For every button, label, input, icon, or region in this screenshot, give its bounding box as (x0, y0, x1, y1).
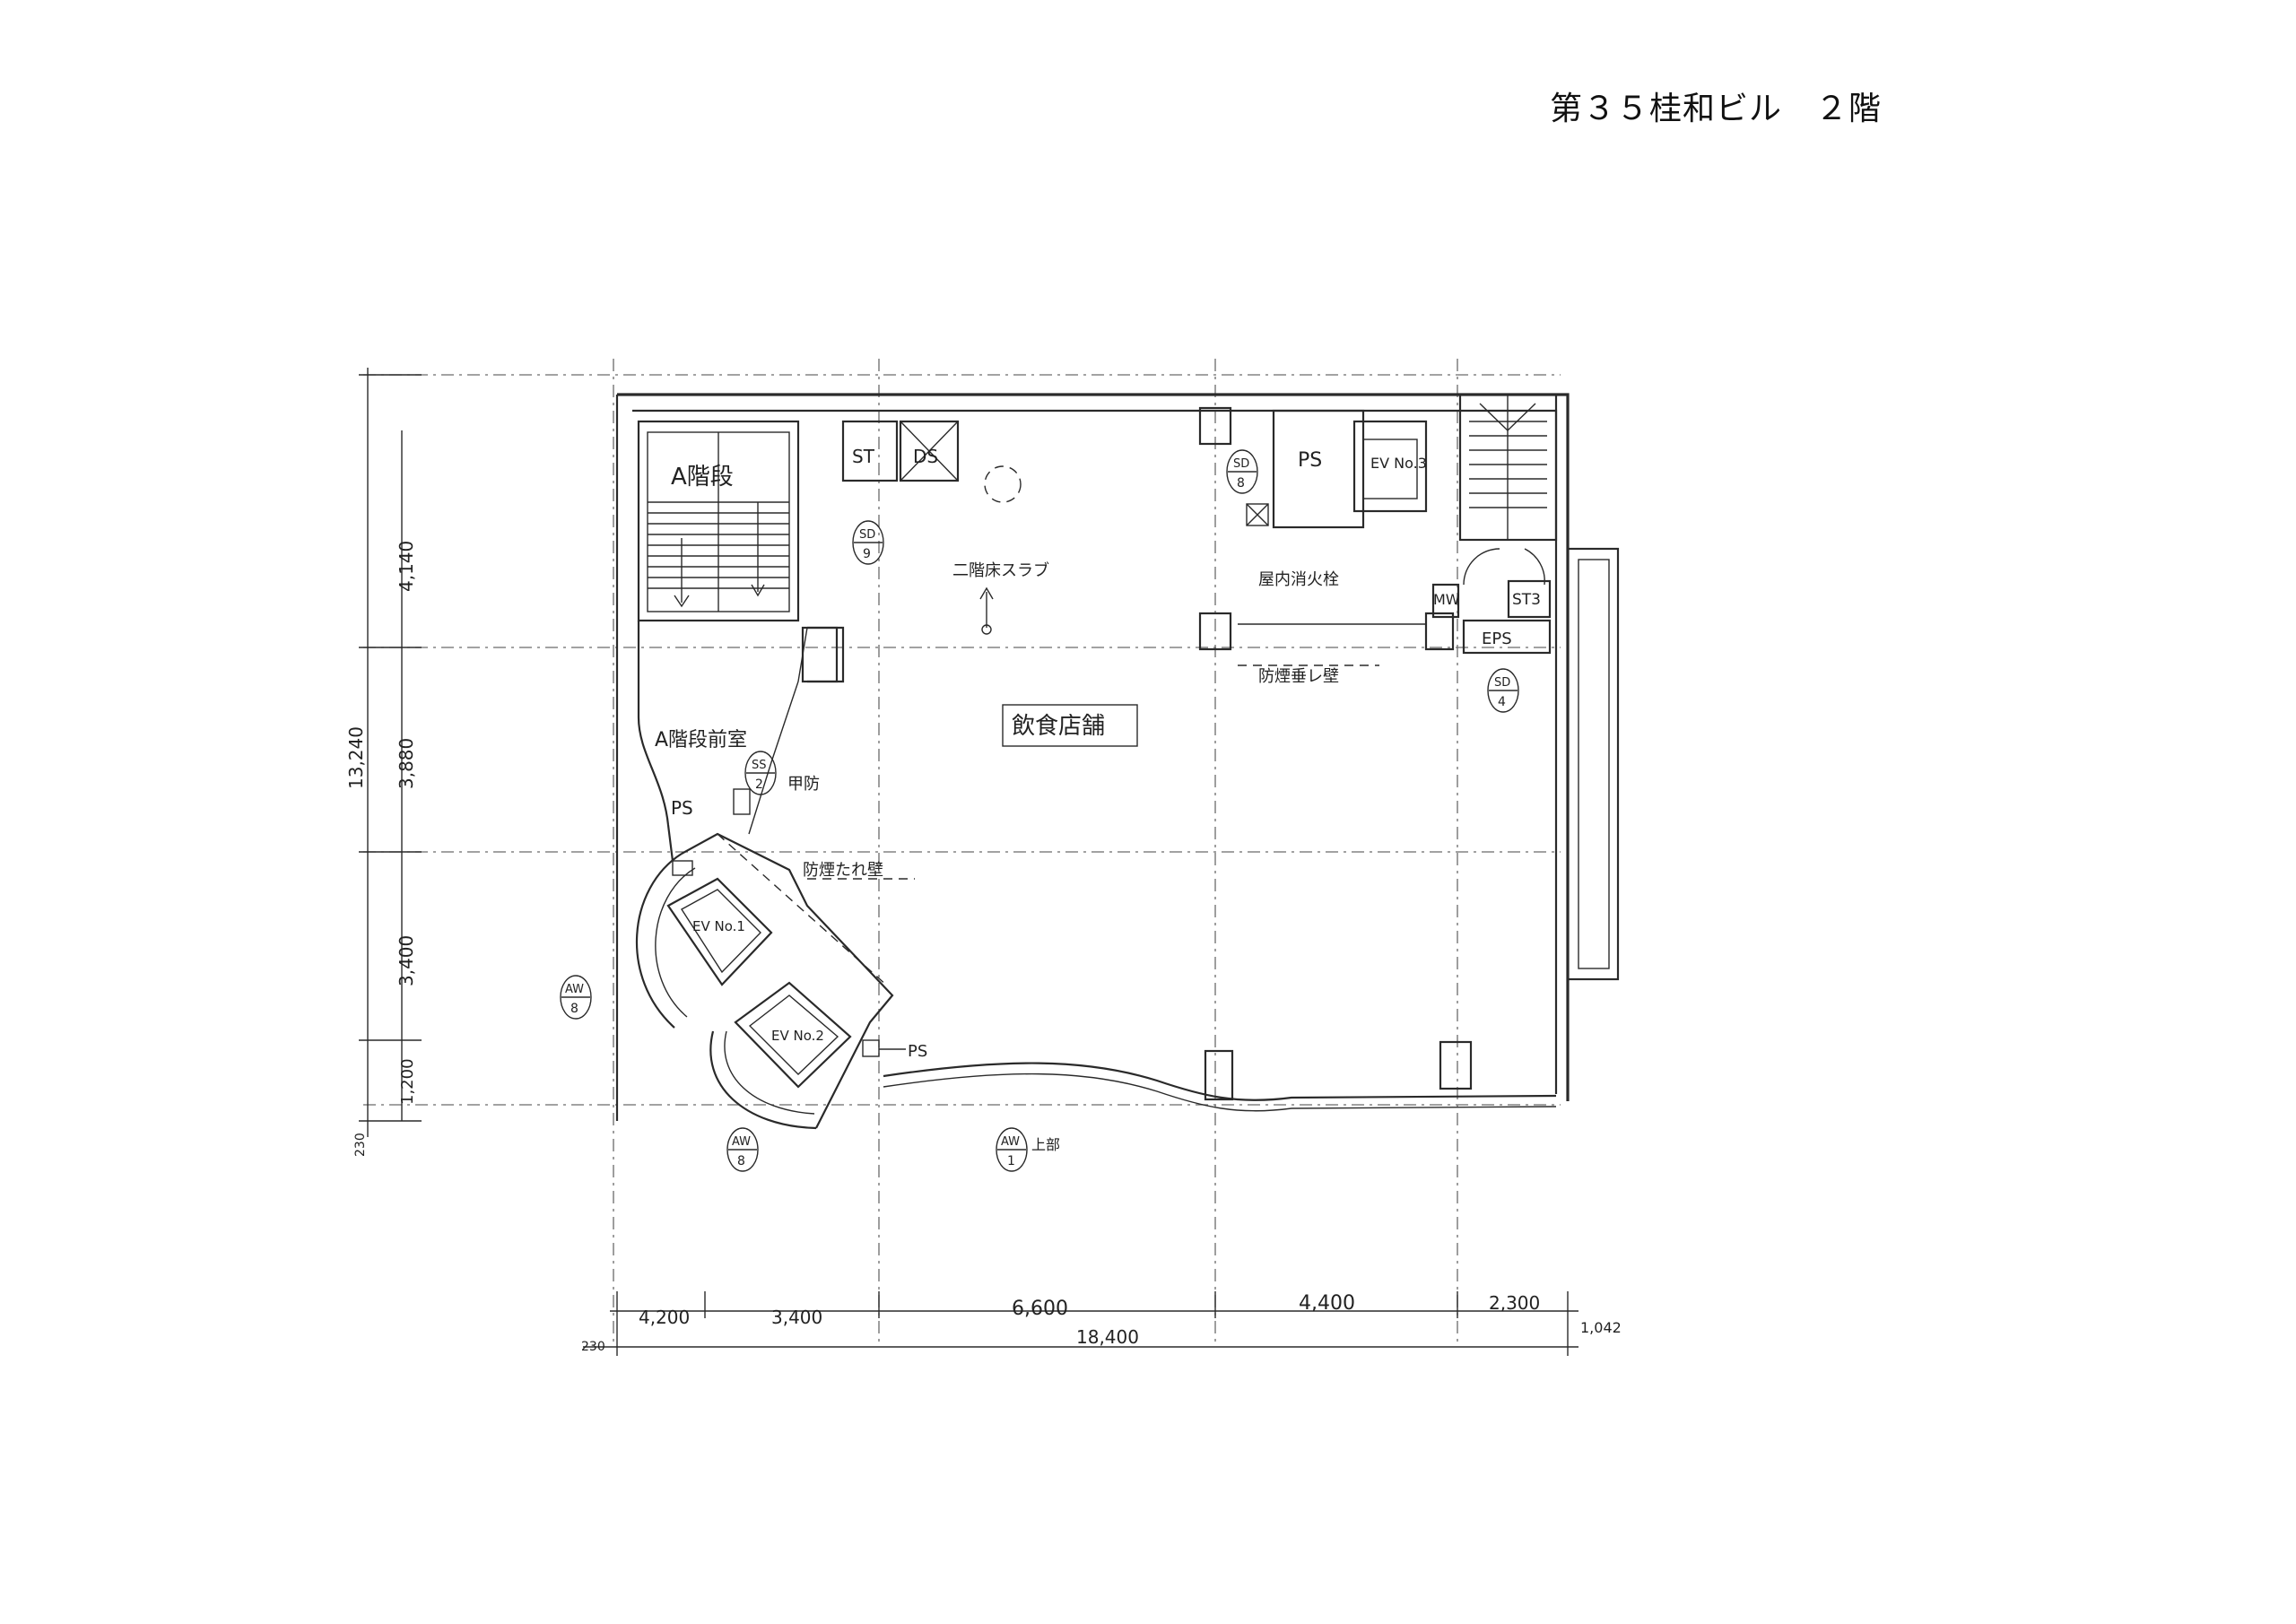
stair-a-front-label: A階段前室 (655, 729, 747, 751)
restaurant-label: 飲食店舗 (1012, 713, 1105, 740)
dim-left-bottom: 230 (353, 1133, 368, 1157)
tag-sd9-bottom: 9 (863, 547, 871, 561)
eps-area: MW ST3 EPS (1431, 548, 1552, 655)
grid-lines (363, 359, 1561, 1345)
dim-left-2: 3,880 (396, 738, 417, 789)
fire-door-note: 甲防 (787, 775, 820, 794)
smoke-wall-top-note: 防煙垂レ壁 (1258, 667, 1339, 686)
ps-left-label: PS (671, 797, 693, 819)
tag-ss2-top: SS (752, 759, 767, 772)
dim-bottom-2: 3,400 (771, 1307, 822, 1328)
stair-a-label: A階段 (671, 464, 734, 491)
ev1-label: EV No.1 (692, 918, 745, 934)
eps-label: EPS (1482, 630, 1512, 648)
hydrant-note: 屋内消火栓 (1258, 570, 1339, 589)
tag-aw8-left: AW 8 (560, 975, 592, 1020)
dim-bottom-3: 6,600 (1012, 1298, 1068, 1320)
restaurant-area: 飲食店舗 二階床スラブ 屋内消火栓 防煙垂レ壁 防煙たれ壁 甲防 上部 (787, 560, 1426, 1153)
mw-label: MW (1433, 591, 1460, 608)
dim-bottom-right: 1,042 (1580, 1319, 1622, 1336)
ev3-label: EV No.3 (1370, 455, 1427, 472)
dim-left-1: 4,140 (396, 541, 417, 592)
tag-aw8-left-bottom: 8 (570, 1002, 578, 1016)
tag-aw8-bottom: AW 8 (726, 1127, 759, 1172)
left-dimensions: 4,140 3,880 3,400 1,200 13,240 230 (345, 368, 422, 1157)
dim-bottom-4: 4,400 (1299, 1292, 1355, 1315)
smoke-wall-mid-note: 防煙たれ壁 (803, 861, 883, 880)
elevator-core: EV No.1 EV No.2 PS (636, 788, 927, 1130)
dim-left-4: 1,200 (398, 1058, 417, 1105)
st-label: ST (852, 446, 875, 467)
dim-bottom-1: 4,200 (639, 1307, 690, 1328)
page-title: 第３５桂和ビル ２階 (1550, 91, 1883, 127)
tag-aw1-top: AW (1001, 1135, 1020, 1149)
tag-sd9: SD 9 (852, 520, 884, 565)
ps-top-label: PS (1298, 449, 1322, 472)
dim-bottom-left: 230 (581, 1340, 605, 1354)
tag-ss2-bottom: 2 (755, 777, 763, 792)
upper-part-note: 上部 (1031, 1136, 1060, 1153)
dim-left-total: 13,240 (345, 726, 367, 789)
tag-aw8-bottom-bottom: 8 (737, 1154, 745, 1168)
tag-aw8-bottom-top: AW (732, 1135, 751, 1149)
tag-ss2: SS 2 (744, 751, 777, 795)
core-top-right: PS EV No.3 (1246, 393, 1558, 542)
columns (801, 406, 1473, 1101)
floor-slope-note: 二階床スラブ (952, 560, 1049, 580)
tag-sd8-bottom: 8 (1237, 476, 1245, 491)
dim-bottom-total: 18,400 (1076, 1326, 1139, 1348)
bottom-dimensions: 4,200 3,400 6,600 4,400 2,300 18,400 1,0… (581, 1291, 1622, 1356)
top-shafts: ST DS (841, 420, 1022, 503)
tag-sd4: SD 4 (1487, 668, 1519, 713)
st3-label: ST3 (1512, 591, 1541, 609)
tag-aw1: AW 1 (996, 1127, 1028, 1172)
tag-aw8-left-top: AW (565, 983, 584, 996)
tag-sd8: SD 8 (1226, 449, 1258, 494)
ev2-label: EV No.2 (771, 1028, 824, 1044)
dim-left-3: 3,400 (396, 935, 417, 986)
tag-sd8-top: SD (1233, 457, 1249, 471)
ps-bottom-label: PS (908, 1042, 927, 1061)
dim-bottom-5: 2,300 (1489, 1292, 1540, 1314)
tag-sd9-top: SD (859, 528, 875, 542)
tag-sd4-bottom: 4 (1498, 695, 1506, 709)
stair-a: A階段 (637, 420, 800, 622)
ds-label: DS (913, 446, 938, 467)
tag-sd4-top: SD (1494, 676, 1510, 690)
tag-aw1-bottom: 1 (1007, 1154, 1015, 1168)
stair-a-front-room: A階段前室 PS (637, 621, 845, 862)
